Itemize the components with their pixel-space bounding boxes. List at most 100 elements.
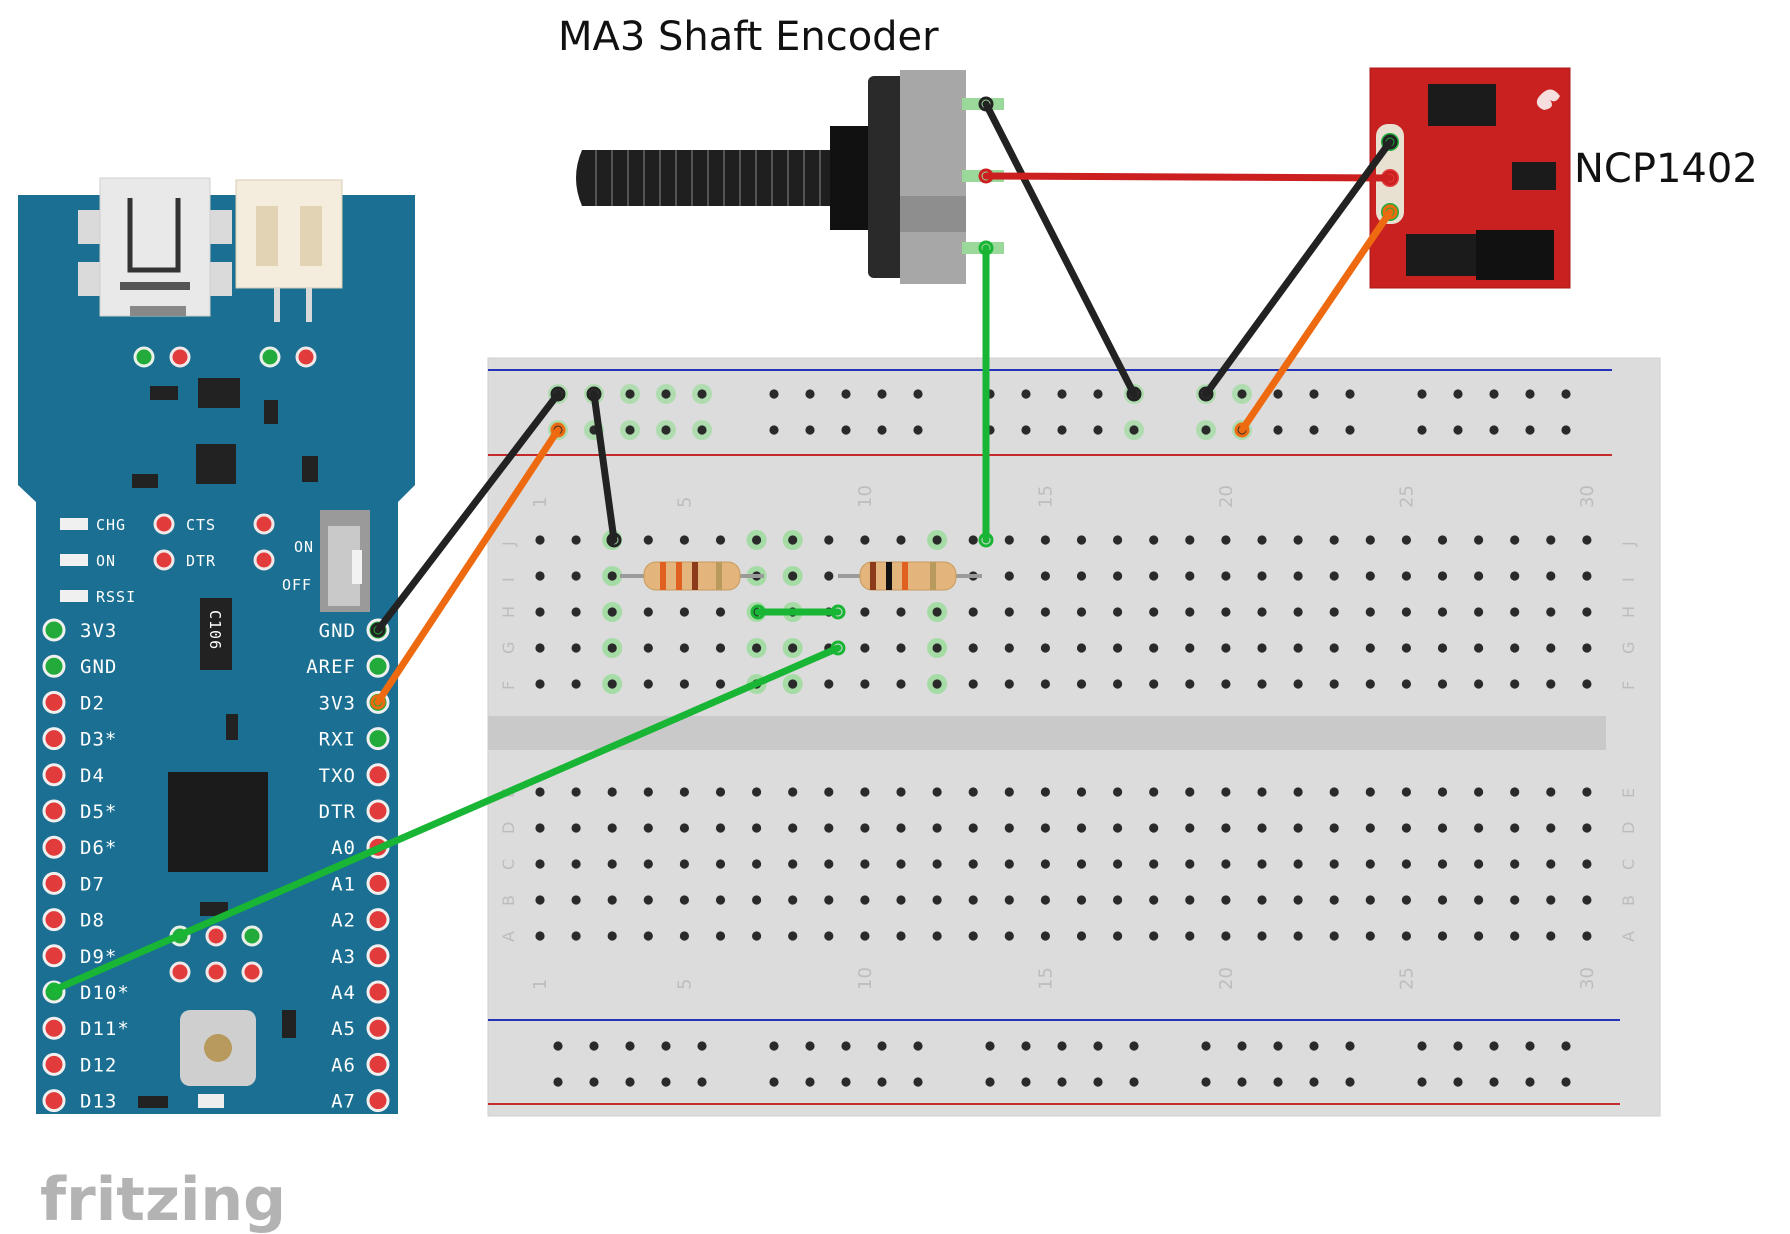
breadboard-hole bbox=[679, 643, 690, 653]
rail-hole bbox=[697, 389, 707, 399]
breadboard-hole bbox=[1185, 787, 1195, 797]
right-header-pin bbox=[366, 871, 390, 895]
right-pin-label: A0 bbox=[331, 837, 356, 859]
breadboard-hole bbox=[1582, 535, 1592, 545]
breadboard-hole bbox=[571, 679, 581, 689]
breadboard-hole bbox=[896, 787, 906, 797]
ncp1402-label: NCP1402 bbox=[1574, 146, 1758, 192]
encoder-title: MA3 Shaft Encoder bbox=[558, 14, 939, 60]
left-pin-label: D5* bbox=[80, 801, 117, 823]
breadboard-hole bbox=[860, 535, 870, 545]
rail-hole bbox=[625, 1041, 635, 1051]
rail-hole bbox=[1525, 425, 1535, 435]
breadboard-hole bbox=[1221, 823, 1231, 833]
breadboard-hole bbox=[1257, 931, 1267, 941]
breadboard-hole bbox=[896, 679, 906, 689]
breadboard-hole bbox=[1437, 895, 1448, 905]
breadboard-hole bbox=[1546, 643, 1556, 653]
breadboard-hole bbox=[1582, 895, 1592, 905]
wire-encoder-gnd-black bbox=[982, 100, 1138, 398]
breadboard-hole bbox=[968, 859, 978, 869]
right-header-pin bbox=[366, 1016, 390, 1040]
breadboard-hole bbox=[1149, 571, 1159, 581]
breadboard-hole bbox=[1474, 643, 1484, 653]
breadboard-hole bbox=[1582, 607, 1592, 617]
breadboard-hole bbox=[1365, 643, 1375, 653]
breadboard-hole bbox=[679, 535, 690, 545]
rail-hole bbox=[1525, 389, 1535, 399]
breadboard-hole bbox=[535, 535, 545, 545]
right-pin-label: A5 bbox=[331, 1018, 356, 1040]
breadboard-hole bbox=[932, 859, 942, 869]
breadboard-hole bbox=[715, 895, 726, 905]
breadboard-hole bbox=[1365, 571, 1375, 581]
rail-hole bbox=[841, 389, 851, 399]
breadboard-hole bbox=[1221, 535, 1231, 545]
breadboard-hole bbox=[1149, 787, 1159, 797]
breadboard-hole bbox=[1004, 787, 1014, 797]
rail-hole bbox=[1453, 425, 1463, 435]
breadboard-hole bbox=[1437, 931, 1448, 941]
rail-hole bbox=[769, 1041, 779, 1051]
row-letter-left: F bbox=[499, 681, 518, 690]
breadboard-hole bbox=[1004, 607, 1014, 617]
rail-hole bbox=[697, 1077, 707, 1087]
breadboard-hole bbox=[1582, 859, 1592, 869]
breadboard-hole bbox=[1149, 607, 1159, 617]
breadboard-hole bbox=[752, 535, 762, 545]
breadboard-hole bbox=[896, 931, 906, 941]
breadboard-hole bbox=[1474, 607, 1484, 617]
rail-hole bbox=[1417, 389, 1427, 399]
breadboard-hole bbox=[1257, 535, 1267, 545]
breadboard-hole bbox=[1076, 607, 1087, 617]
breadboard-hole bbox=[1040, 571, 1050, 581]
row-letter-right: J bbox=[1619, 541, 1638, 547]
row-letter-right: B bbox=[1619, 895, 1638, 906]
breadboard-hole bbox=[1329, 895, 1339, 905]
rail-hole bbox=[877, 1077, 887, 1087]
breadboard-hole bbox=[1437, 823, 1448, 833]
wire-ncp-gnd-black-end bbox=[1382, 134, 1398, 150]
breadboard-hole bbox=[643, 607, 653, 617]
breadboard-hole bbox=[1221, 859, 1231, 869]
breadboard-hole bbox=[1401, 571, 1411, 581]
rail-hole bbox=[1201, 1041, 1211, 1051]
breadboard-hole bbox=[607, 931, 617, 941]
right-pin-label: GND bbox=[319, 620, 356, 642]
column-number-top: 20 bbox=[1216, 485, 1237, 508]
breadboard-hole bbox=[1004, 679, 1014, 689]
rail-hole bbox=[1093, 425, 1103, 435]
right-pin-label: 3V3 bbox=[319, 692, 356, 714]
breadboard-hole bbox=[679, 931, 690, 941]
column-number-top: 5 bbox=[674, 497, 695, 508]
breadboard-hole bbox=[788, 643, 798, 653]
breadboard-hole bbox=[1474, 895, 1484, 905]
breadboard-hole bbox=[1401, 823, 1411, 833]
breadboard-hole bbox=[715, 607, 726, 617]
breadboard-hole bbox=[643, 859, 653, 869]
breadboard-hole bbox=[607, 643, 617, 653]
chip-label: C106 bbox=[206, 610, 224, 650]
rail-hole bbox=[769, 425, 779, 435]
breadboard-hole bbox=[1293, 859, 1303, 869]
breadboard-hole bbox=[824, 823, 834, 833]
rail-hole bbox=[1561, 1041, 1571, 1051]
rail-hole bbox=[1273, 1041, 1283, 1051]
breadboard-hole bbox=[643, 679, 653, 689]
breadboard-hole bbox=[752, 643, 762, 653]
breadboard-hole bbox=[968, 643, 978, 653]
breadboard-hole bbox=[788, 823, 798, 833]
breadboard-hole bbox=[1293, 823, 1303, 833]
row-letter-right: G bbox=[1619, 642, 1638, 654]
rail-hole bbox=[1561, 425, 1571, 435]
rail-hole bbox=[1561, 389, 1571, 399]
left-pin-label: D4 bbox=[80, 765, 105, 787]
left-header-pin bbox=[42, 1016, 66, 1040]
wire-encoder-signal-green-end bbox=[978, 240, 994, 256]
row-letter-left: B bbox=[499, 895, 518, 906]
breadboard-hole bbox=[1076, 931, 1087, 941]
breadboard-hole bbox=[1076, 895, 1087, 905]
breadboard-hole bbox=[1113, 607, 1123, 617]
breadboard-hole bbox=[932, 895, 942, 905]
resistor-2 bbox=[838, 561, 982, 591]
